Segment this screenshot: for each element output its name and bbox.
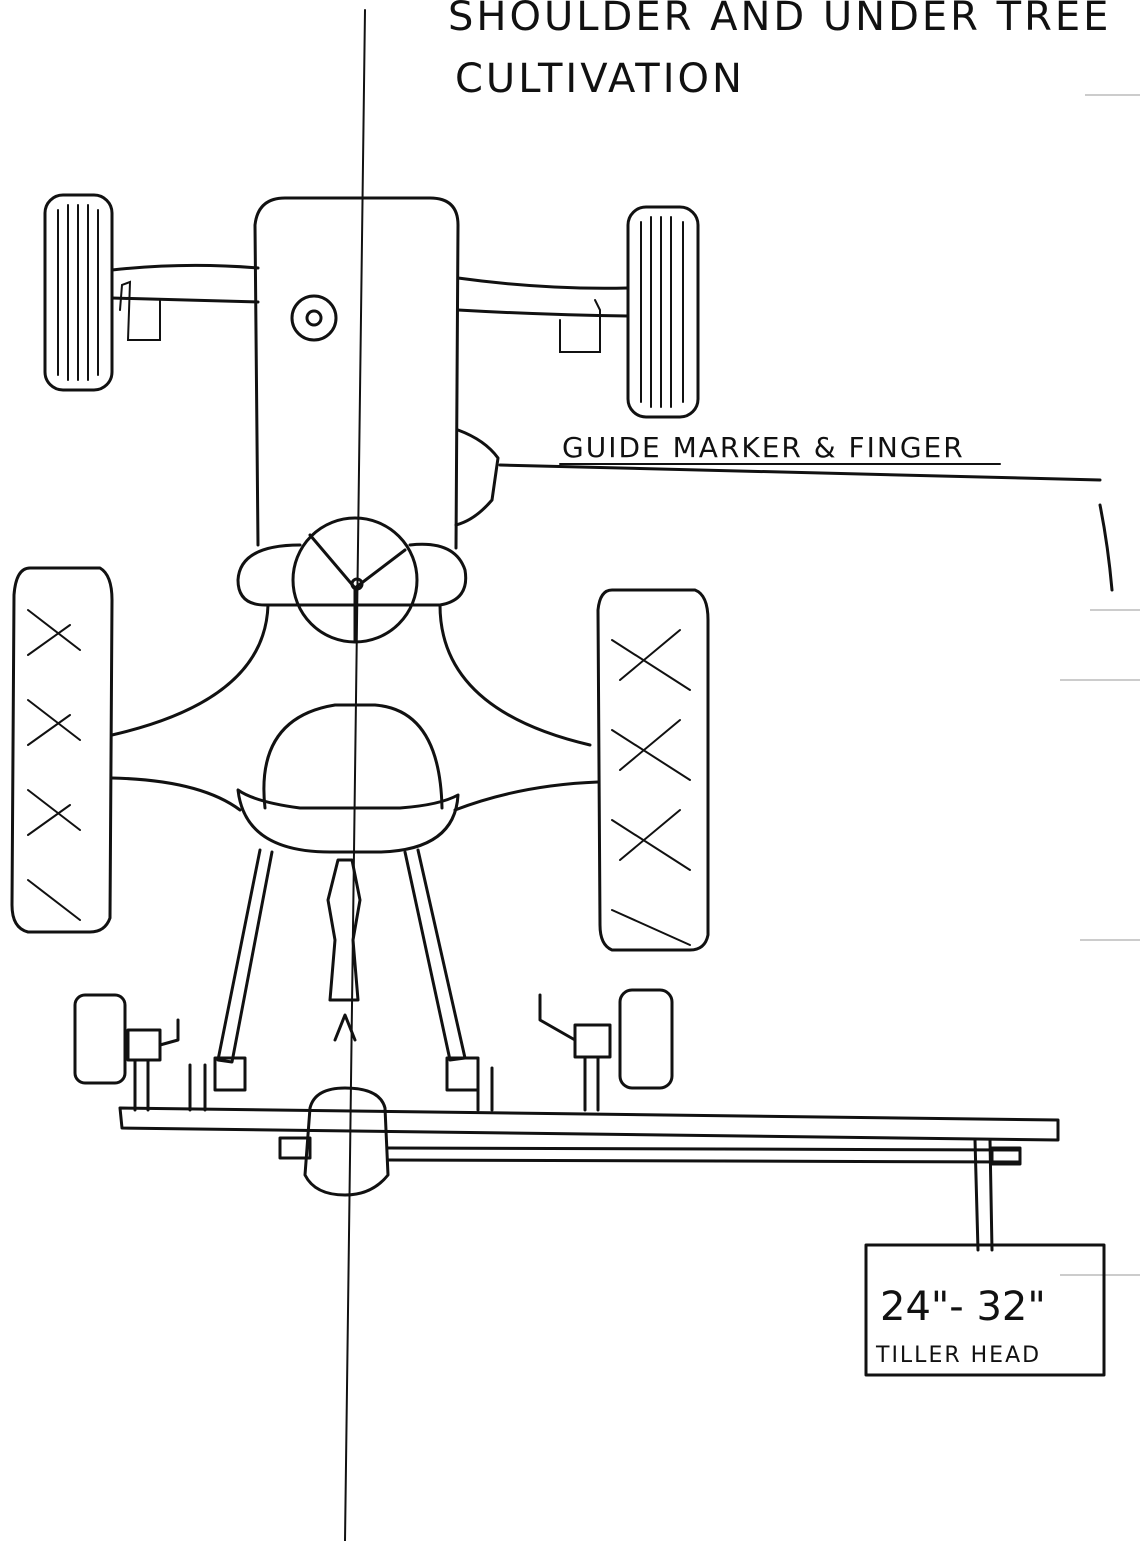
tiller-size-label: 24"- 32" [880, 1284, 1046, 1330]
pto-shaft-stub [278, 1136, 312, 1160]
drive-shaft [386, 1146, 1022, 1164]
guide-marker-arm [498, 463, 1102, 482]
steering-wheel [291, 516, 419, 644]
tiller-head-box [864, 1243, 1106, 1377]
hood [253, 196, 460, 550]
tiller-name-label: TILLER HEAD [875, 1343, 1041, 1368]
guide-finger [1098, 503, 1114, 592]
body-fender-left [110, 603, 270, 737]
body-fender-left-lower [110, 776, 242, 812]
rear-wheel-right [596, 588, 710, 952]
gauge-wheel-right [538, 988, 674, 1112]
front-axle [110, 263, 630, 353]
dashboard [236, 542, 468, 607]
main-toolbar [118, 1106, 1060, 1142]
seat-back [262, 703, 444, 810]
gearbox [303, 1086, 390, 1197]
seat-base [236, 788, 460, 854]
front-wheel-left [43, 193, 114, 392]
gauge-wheel-left [73, 993, 180, 1112]
drive-shaft-end [990, 1146, 1022, 1166]
hitch-links [188, 848, 494, 1112]
rear-wheel-left [10, 566, 114, 934]
tiller-drop [973, 1138, 994, 1252]
guide-marker-label: GUIDE MARKER & FINGER [562, 431, 965, 464]
title-line-1: SHOULDER AND UNDER TREE [448, 0, 1111, 40]
scan-marks [1060, 94, 1140, 1276]
front-wheel-right [626, 205, 700, 419]
body-fender-right-lower [453, 780, 600, 812]
body-fender-right [438, 603, 592, 747]
hood-gauge [290, 294, 338, 342]
guide-marker-housing [454, 428, 500, 527]
center-line [344, 9, 366, 1541]
hood-gauge-center [305, 309, 323, 327]
title-line-2: CULTIVATION [455, 56, 745, 102]
